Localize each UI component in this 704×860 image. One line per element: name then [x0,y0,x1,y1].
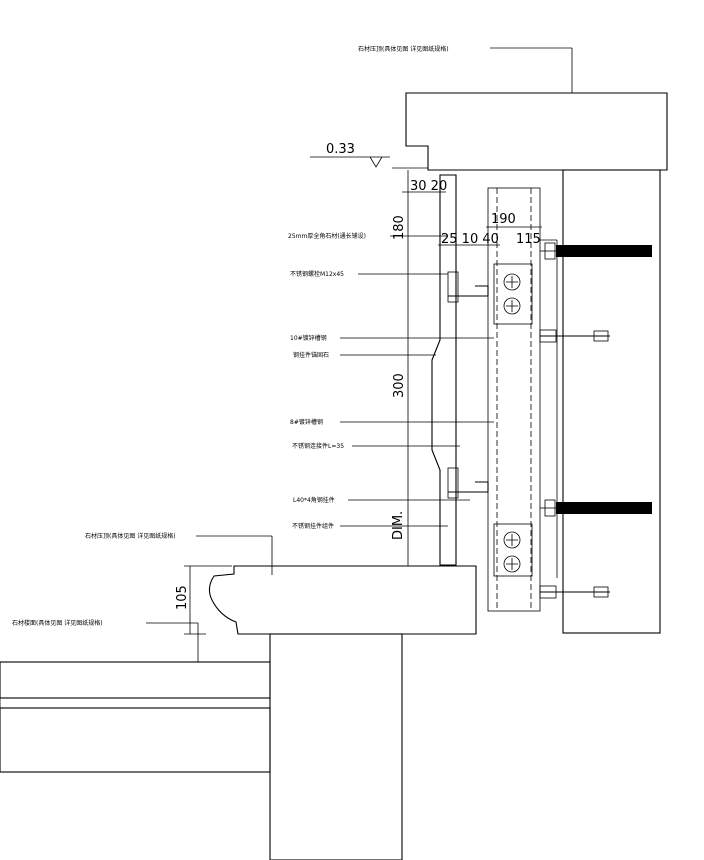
svg-text:不锈钢螺栓M12x45: 不锈钢螺栓M12x45 [290,270,344,278]
dim-105: 105 [175,565,232,635]
top-coping-stone [405,92,668,171]
note-stone-25mm: 25mm厚全角石材(通长铺设) [288,232,448,240]
note-back-bolt: 钢挂件锚固石 [293,351,436,359]
svg-text:30 20: 30 20 [410,179,447,194]
svg-text:105: 105 [175,585,190,610]
stone-cladding [431,174,457,566]
note-steel-8: 8#镀锌槽钢 [290,418,494,426]
steel-channel [487,187,558,612]
note-stainless-hanger: 不锈钢挂件组件 [292,522,448,530]
concrete-wall [562,169,661,634]
note-angle-l40: L40*4角钢挂件 [293,496,470,504]
svg-text:石材楼面(具体见图 详见图纸规格): 石材楼面(具体见图 详见图纸规格) [12,619,103,627]
svg-text:DIM.: DIM. [391,511,406,540]
svg-text:不锈钢挂件组件: 不锈钢挂件组件 [292,522,334,530]
dim-300: 300 [392,373,407,398]
svg-text:10#镀锌槽钢: 10#镀锌槽钢 [290,334,327,342]
note-floor-stone: 石材楼面(具体见图 详见图纸规格) [12,619,199,662]
bolt-low [539,585,610,599]
dim-25-10-40: 25 10 40 115 [438,232,541,247]
svg-text:不锈钢连接件L=35: 不锈钢连接件L=35 [292,442,344,450]
anchor-bolt-bottom [540,499,652,517]
dim-190: 190 [486,212,542,228]
hanger-bracket-low [493,523,533,577]
note-steel-10: 10#镀锌槽钢 [290,334,494,342]
lower-column [269,633,403,860]
floor-slab [0,661,271,773]
svg-text:300: 300 [392,373,407,398]
hanger-bracket-bottom [447,467,489,499]
svg-text:180: 180 [392,215,407,240]
dim-label: DIM. [391,511,406,540]
dim-180: 180 [392,215,407,240]
elevation-mark: 0.33 [310,142,428,169]
note-stainless-pin: 不锈钢连接件L=35 [292,442,460,450]
svg-text:L40*4角钢挂件: L40*4角钢挂件 [293,496,335,504]
svg-text:115: 115 [516,232,541,247]
svg-text:钢挂件锚固石: 钢挂件锚固石 [293,351,329,359]
note-sill-stone: 石材压顶(具体见图 详见图纸规格) [85,532,273,575]
svg-text:25 10 40: 25 10 40 [441,232,499,247]
sill-stone [208,565,477,635]
elevation-value: 0.33 [326,142,355,157]
dim-30-20: 30 20 [402,179,447,194]
note-top-stone: 石材压顶(具体见图 详见图纸规格) [358,45,573,93]
hanger-bracket-top [447,263,533,325]
note-anchor-bolt: 不锈钢螺栓M12x45 [290,270,448,278]
svg-text:8#镀锌槽钢: 8#镀锌槽钢 [290,418,323,426]
svg-text:石材压顶(具体见图 详见图纸规格): 石材压顶(具体见图 详见图纸规格) [85,532,176,540]
bolt-mid [539,329,610,343]
svg-text:190: 190 [491,212,516,227]
svg-text:25mm厚全角石材(通长铺设): 25mm厚全角石材(通长铺设) [288,232,366,240]
svg-text:石材压顶(具体见图 详见图纸规格): 石材压顶(具体见图 详见图纸规格) [358,45,449,53]
anchor-bolt-top [540,242,652,260]
